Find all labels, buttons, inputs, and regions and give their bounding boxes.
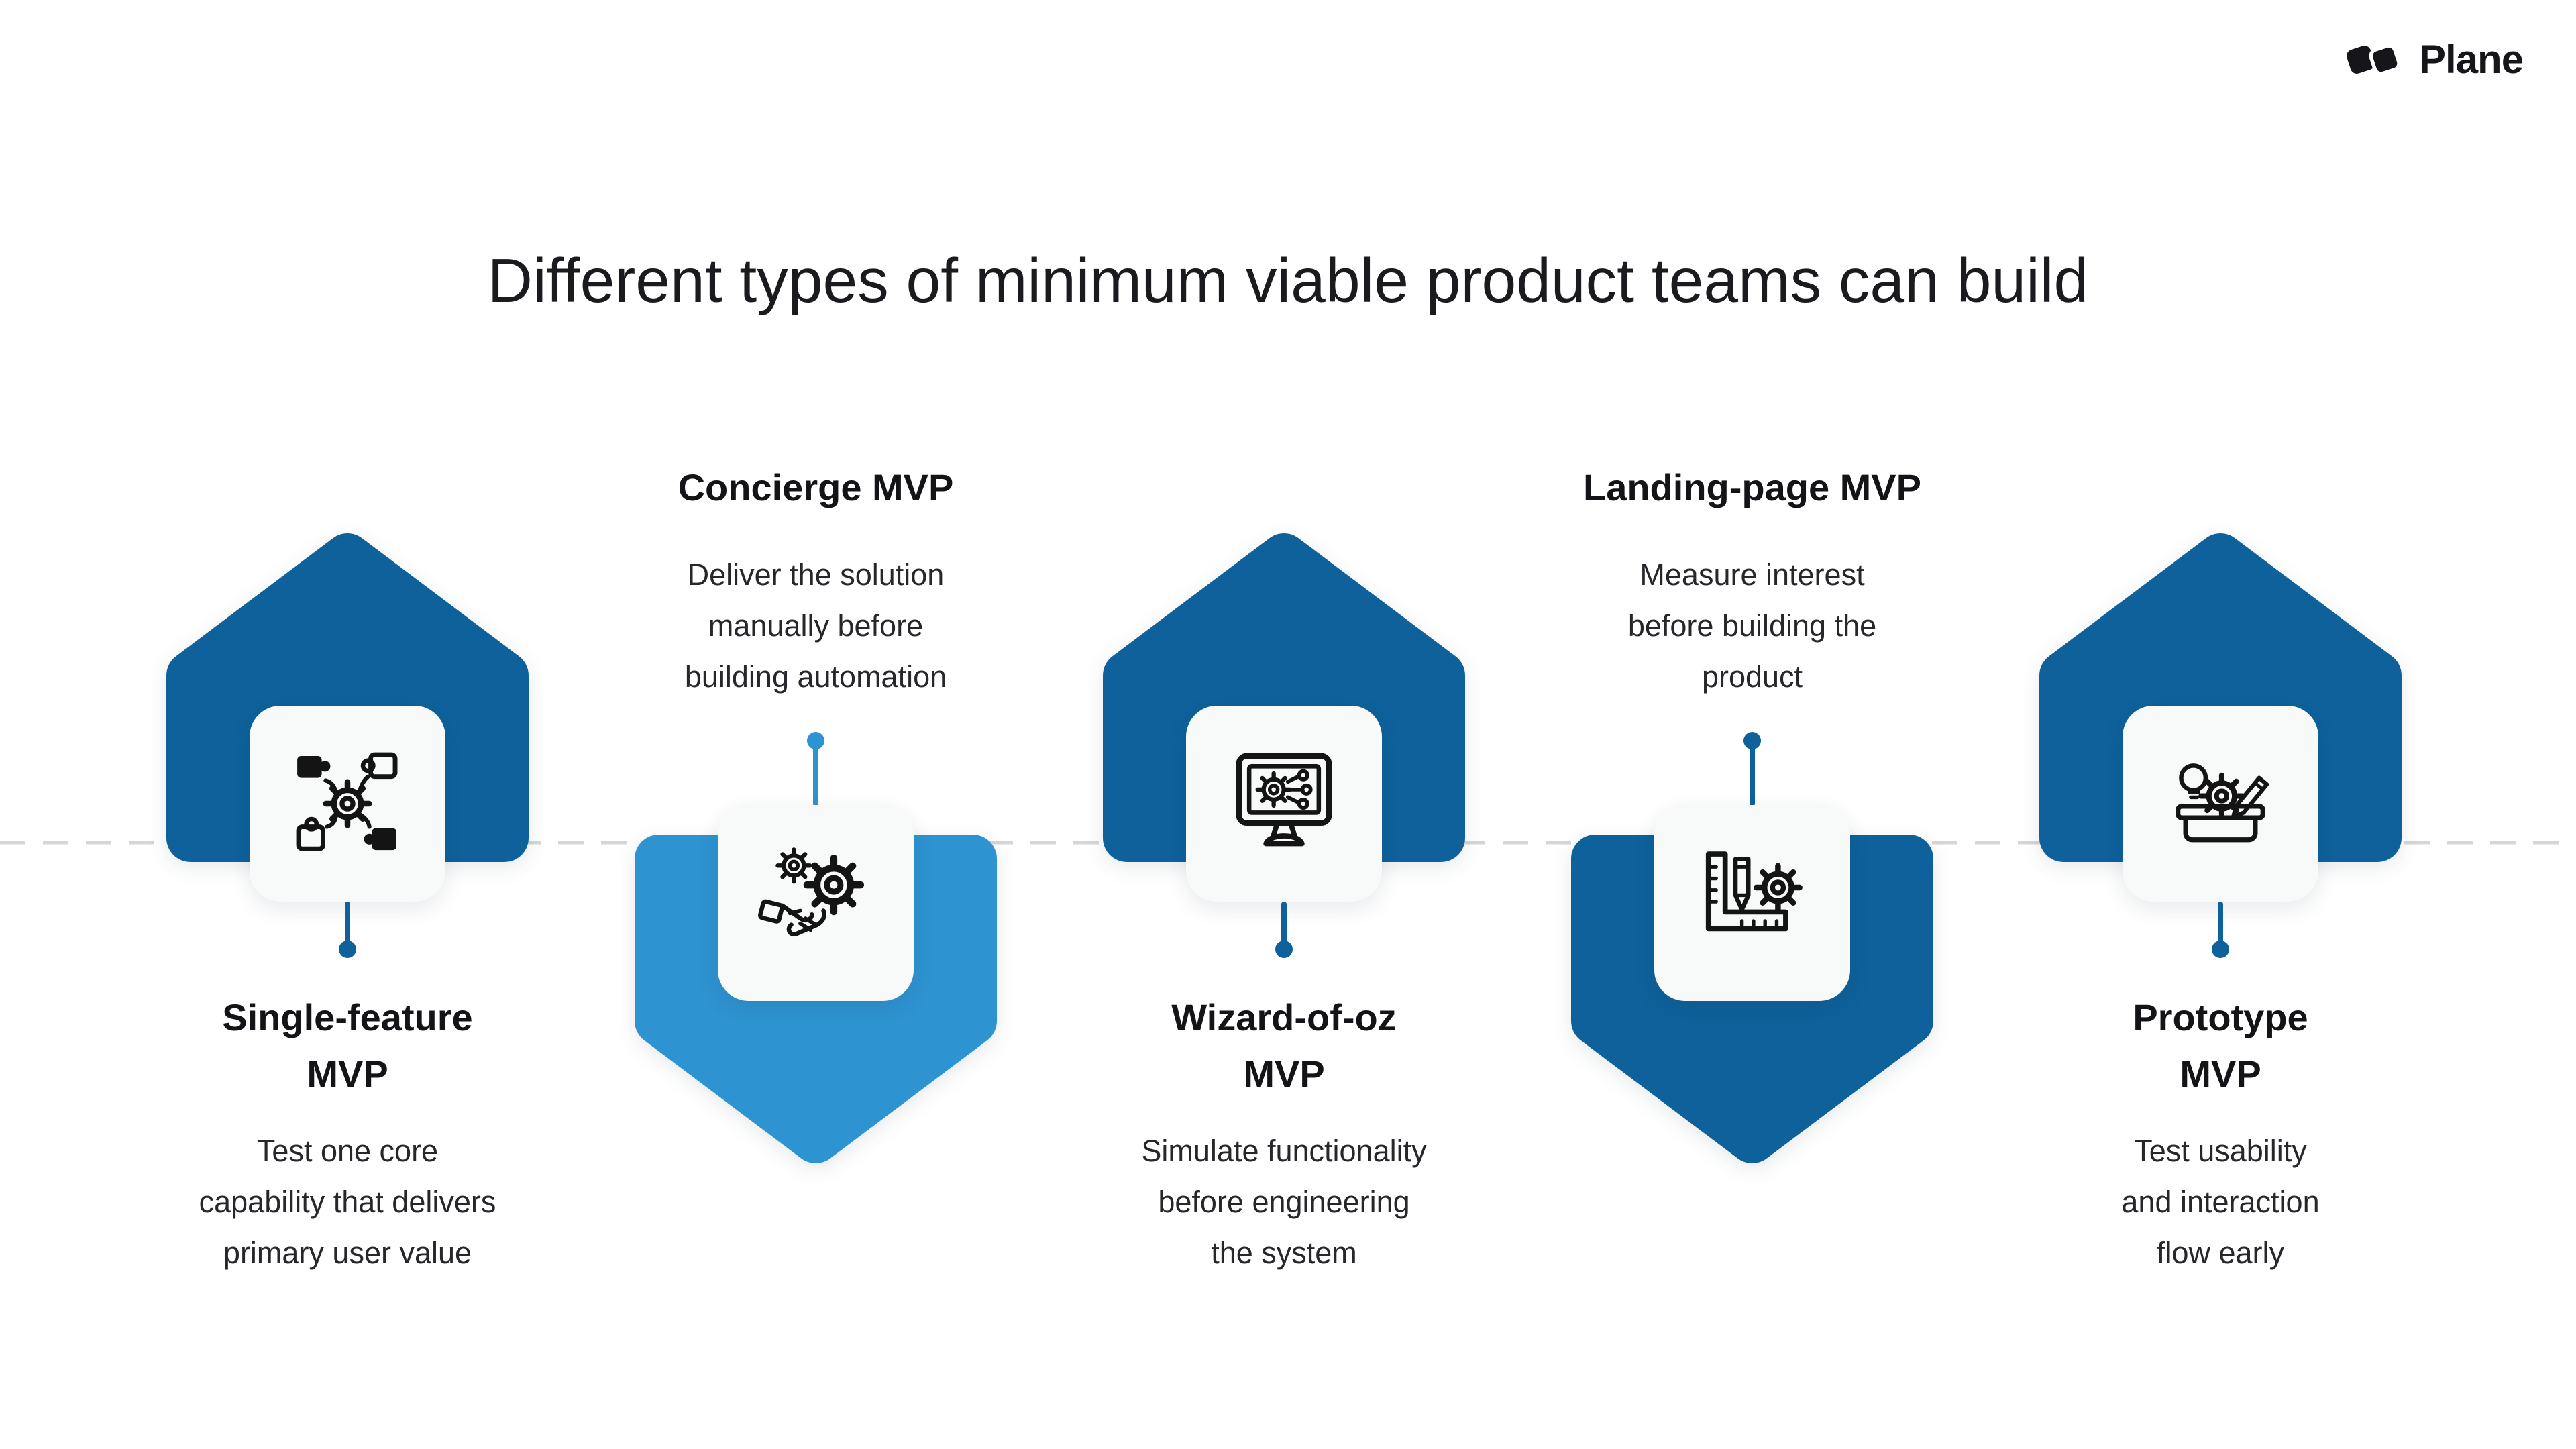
mvp-column-landing-page: Landing-page MVP Measure interest before… xyxy=(1517,0,1987,1449)
connector-stem xyxy=(813,746,818,806)
description-line: building automation xyxy=(684,659,947,694)
column-title-line: Wizard-of-oz xyxy=(1171,996,1397,1038)
description-line: manually before xyxy=(708,608,924,643)
column-title-line: MVP xyxy=(1243,1053,1325,1095)
description-line: and interaction xyxy=(2121,1185,2320,1219)
column-title-line: MVP xyxy=(2180,1053,2261,1095)
connector-dot xyxy=(339,941,356,958)
icon-card xyxy=(718,805,914,1001)
page-title: Different types of minimum viable produc… xyxy=(487,246,2089,315)
column-description: Deliver the solution manually before bui… xyxy=(581,549,1051,702)
connector-stem xyxy=(1281,902,1287,943)
description-line: flow early xyxy=(2156,1236,2285,1270)
mvp-column-prototype: Prototype MVP Test usability and interac… xyxy=(1986,0,2455,1449)
column-description: Test usability and interaction flow earl… xyxy=(1986,1126,2455,1279)
connector-stem xyxy=(1750,746,1755,806)
connector-stem xyxy=(345,902,350,943)
plane-logo-icon xyxy=(2347,44,2401,76)
description-line: Test one core xyxy=(256,1134,439,1168)
brand-logo: Plane xyxy=(2345,37,2524,82)
description-line: before building the xyxy=(1627,608,1877,643)
description-line: the system xyxy=(1211,1236,1357,1270)
puzzle-workflow-icon xyxy=(296,752,398,851)
mvp-column-wizard-of-oz: Wizard-of-oz MVP Simulate functionality … xyxy=(1049,0,1519,1449)
prototype-toolbox-icon xyxy=(2175,763,2269,843)
monitor-automation-icon xyxy=(1236,753,1332,847)
column-title: Prototype MVP xyxy=(1986,989,2455,1102)
description-line: capability that delivers xyxy=(199,1185,496,1219)
column-title: Wizard-of-oz MVP xyxy=(1049,989,1519,1102)
mvp-column-concierge: Concierge MVP Deliver the solution manua… xyxy=(581,0,1051,1449)
icon-card xyxy=(250,706,445,902)
column-description: Test one core capability that delivers p… xyxy=(113,1126,582,1279)
icon-card xyxy=(2123,706,2318,902)
column-title: Landing-page MVP xyxy=(1517,460,1987,516)
handshake-gears-icon xyxy=(758,839,880,937)
connector-dot xyxy=(1275,941,1293,958)
column-title-line: MVP xyxy=(307,1053,388,1095)
column-description: Simulate functionality before engineerin… xyxy=(1049,1126,1519,1279)
column-title-line: Single-feature xyxy=(222,996,473,1038)
description-line: Test usability xyxy=(2134,1134,2307,1168)
mvp-column-single-feature: Single-feature MVP Test one core capabil… xyxy=(113,0,582,1449)
column-title-line: Prototype xyxy=(2133,996,2308,1038)
description-line: Measure interest xyxy=(1640,557,1865,592)
column-title: Single-feature MVP xyxy=(113,989,582,1102)
column-description: Measure interest before building the pro… xyxy=(1517,549,1987,702)
description-line: primary user value xyxy=(223,1236,472,1270)
column-title-line: Landing-page MVP xyxy=(1583,466,1921,508)
description-line: product xyxy=(1701,659,1803,694)
brand-name: Plane xyxy=(2419,37,2524,82)
column-title: Concierge MVP xyxy=(581,460,1051,516)
ruler-pencil-gear-icon xyxy=(1705,851,1817,932)
connector-stem xyxy=(2218,902,2223,943)
icon-card xyxy=(1186,706,1382,902)
icon-card xyxy=(1654,805,1850,1001)
description-line: Simulate functionality xyxy=(1141,1134,1427,1168)
description-line: before engineering xyxy=(1158,1185,1410,1219)
description-line: Deliver the solution xyxy=(687,557,945,592)
column-title-line: Concierge MVP xyxy=(678,466,954,508)
connector-dot xyxy=(2212,941,2229,958)
